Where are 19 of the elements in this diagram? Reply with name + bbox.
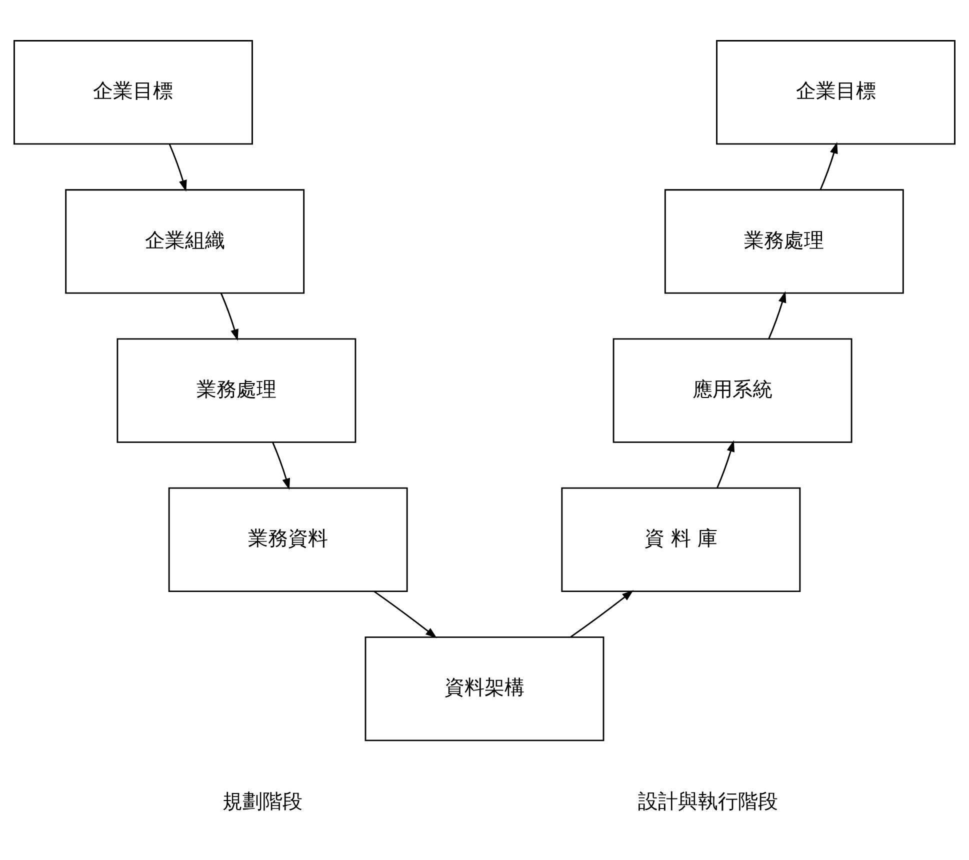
arrow [768, 291, 786, 339]
node-box: 企業目標 [14, 40, 253, 145]
arrow [820, 142, 838, 190]
node-box: 資料架構 [364, 636, 604, 742]
label: 規劃階段 [222, 789, 302, 814]
arrow [220, 292, 238, 341]
node-box: 資 料 庫 [561, 487, 801, 592]
node-box: 業務資料 [168, 487, 408, 592]
arrow [374, 590, 437, 638]
arrow [570, 590, 634, 638]
label: 設計與執行階段 [638, 789, 778, 814]
node-box: 業務處理 [664, 189, 904, 294]
arrow [168, 144, 187, 192]
node-box: 應用系統 [612, 338, 852, 443]
node-box: 企業組織 [65, 189, 305, 294]
arrow [272, 442, 290, 490]
node-box: 業務處理 [116, 338, 356, 443]
node-box: 企業目標 [716, 40, 956, 145]
arrow [716, 440, 735, 488]
